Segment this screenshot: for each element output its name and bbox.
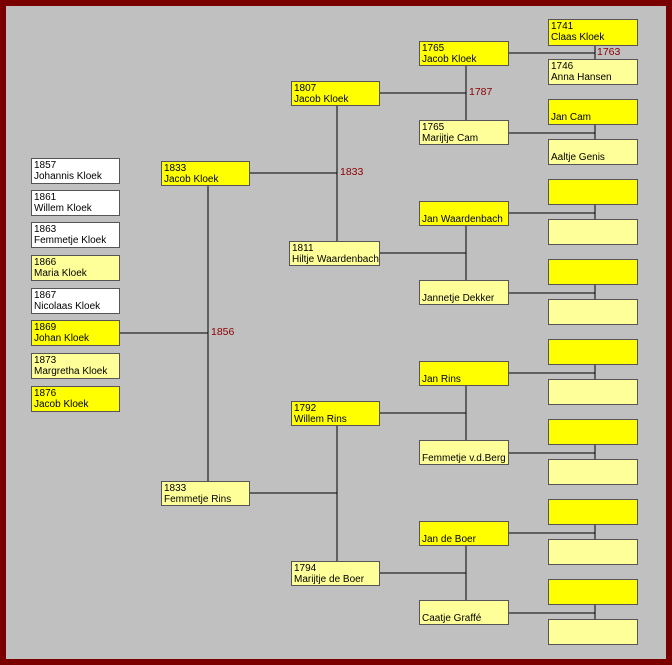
- person-name: Jan Rins: [422, 374, 461, 385]
- person-name: Femmetje Kloek: [34, 235, 107, 246]
- grandmother-box[interactable]: 1794 Marijtje de Boer: [291, 561, 380, 586]
- great-grandparent-box[interactable]: Jan Waardenbach: [419, 201, 509, 226]
- gg-grandparent-box-empty[interactable]: [548, 219, 638, 245]
- gg-grandparent-box-empty[interactable]: [548, 379, 638, 405]
- child-box[interactable]: 1867 Nicolaas Kloek: [31, 288, 120, 314]
- child-box[interactable]: 1869 Johan Kloek: [31, 320, 120, 346]
- gg-grandparent-box-empty[interactable]: [548, 299, 638, 325]
- grandfather-box[interactable]: 1807 Jacob Kloek: [291, 81, 380, 106]
- person-name: Claas Kloek: [551, 32, 605, 43]
- birth-year: 1833: [164, 483, 187, 494]
- great-grandparent-box[interactable]: Jan Rins: [419, 361, 509, 386]
- person-name: Femmetje Rins: [164, 494, 232, 505]
- gg-grandparent-box-empty[interactable]: [548, 259, 638, 285]
- person-name: Femmetje v.d.Berg: [422, 453, 506, 464]
- gg-grandparent-box-empty[interactable]: [548, 499, 638, 525]
- child-box[interactable]: 1866 Maria Kloek: [31, 255, 120, 281]
- great-grandparent-box[interactable]: Caatje Graffé: [419, 600, 509, 625]
- gg-grandparent-box-empty[interactable]: [548, 419, 638, 445]
- gg-grandparent-box[interactable]: 1741 Claas Kloek: [548, 19, 638, 46]
- person-name: Johannis Kloek: [34, 171, 102, 182]
- person-name: Marijtje de Boer: [294, 574, 365, 585]
- person-name: Johan Kloek: [34, 333, 90, 344]
- person-name: Marijtje Cam: [422, 133, 479, 144]
- birth-year: 1876: [34, 388, 57, 399]
- birth-year: 1863: [34, 224, 57, 235]
- child-box[interactable]: 1861 Willem Kloek: [31, 190, 120, 216]
- gg-grandparent-box[interactable]: Aaltje Genis: [548, 139, 638, 165]
- great-grandparent-box[interactable]: Jan de Boer: [419, 521, 509, 546]
- marriage-year: 1833: [340, 166, 364, 178]
- birth-year: 1833: [164, 163, 187, 174]
- gg-grandparent-box-empty[interactable]: [548, 179, 638, 205]
- birth-year: 1866: [34, 257, 57, 268]
- person-name: Jacob Kloek: [34, 399, 89, 410]
- birth-year: 1867: [34, 290, 57, 301]
- great-grandparent-box[interactable]: 1765 Marijtje Cam: [419, 120, 509, 145]
- gg-grandparent-box-empty[interactable]: [548, 459, 638, 485]
- person-name: Nicolaas Kloek: [34, 301, 101, 312]
- grandfather-box[interactable]: 1792 Willem Rins: [291, 401, 380, 426]
- child-box[interactable]: 1873 Margretha Kloek: [31, 353, 120, 379]
- person-name: Jan Cam: [551, 112, 592, 123]
- birth-year: 1765: [422, 122, 445, 133]
- person-name: Jannetje Dekker: [422, 293, 495, 304]
- child-box[interactable]: 1863 Femmetje Kloek: [31, 222, 120, 248]
- marriage-year: 1787: [469, 86, 493, 98]
- great-grandparent-box[interactable]: Femmetje v.d.Berg: [419, 440, 509, 465]
- person-name: Jacob Kloek: [294, 94, 349, 105]
- birth-year: 1807: [294, 83, 317, 94]
- father-box[interactable]: 1833 Jacob Kloek: [161, 161, 250, 186]
- person-name: Margretha Kloek: [34, 366, 108, 377]
- birth-year: 1765: [422, 43, 445, 54]
- birth-year: 1857: [34, 160, 57, 171]
- birth-year: 1794: [294, 563, 317, 574]
- gg-grandparent-box[interactable]: 1746 Anna Hansen: [548, 59, 638, 85]
- child-box[interactable]: 1857 Johannis Kloek: [31, 158, 120, 184]
- gg-grandparent-box-empty[interactable]: [548, 339, 638, 365]
- gg-grandparent-box-empty[interactable]: [548, 539, 638, 565]
- birth-year: 1792: [294, 403, 317, 414]
- person-name: Anna Hansen: [551, 72, 612, 83]
- grandmother-box[interactable]: 1811 Hiltje Waardenbach: [289, 241, 380, 266]
- gg-grandparent-box[interactable]: Jan Cam: [548, 99, 638, 125]
- person-name: Jan de Boer: [422, 534, 476, 545]
- marriage-year: 1856: [211, 326, 235, 338]
- person-name: Aaltje Genis: [551, 152, 605, 163]
- birth-year: 1811: [292, 243, 314, 254]
- person-name: Maria Kloek: [34, 268, 87, 279]
- person-name: Willem Rins: [294, 414, 347, 425]
- mother-box[interactable]: 1833 Femmetje Rins: [161, 481, 250, 506]
- great-grandparent-box[interactable]: Jannetje Dekker: [419, 280, 509, 305]
- birth-year: 1746: [551, 61, 574, 72]
- person-name: Jacob Kloek: [422, 54, 477, 65]
- gg-grandparent-box-empty[interactable]: [548, 619, 638, 645]
- birth-year: 1741: [551, 21, 574, 32]
- child-box[interactable]: 1876 Jacob Kloek: [31, 386, 120, 412]
- person-name: Hiltje Waardenbach: [292, 254, 379, 265]
- person-name: Willem Kloek: [34, 203, 92, 214]
- person-name: Caatje Graffé: [422, 613, 482, 624]
- birth-year: 1869: [34, 322, 57, 333]
- marriage-year: 1763: [597, 46, 621, 58]
- person-name: Jan Waardenbach: [422, 214, 503, 225]
- great-grandparent-box[interactable]: 1765 Jacob Kloek: [419, 41, 509, 66]
- gg-grandparent-box-empty[interactable]: [548, 579, 638, 605]
- birth-year: 1873: [34, 355, 57, 366]
- person-name: Jacob Kloek: [164, 174, 219, 185]
- birth-year: 1861: [34, 192, 57, 203]
